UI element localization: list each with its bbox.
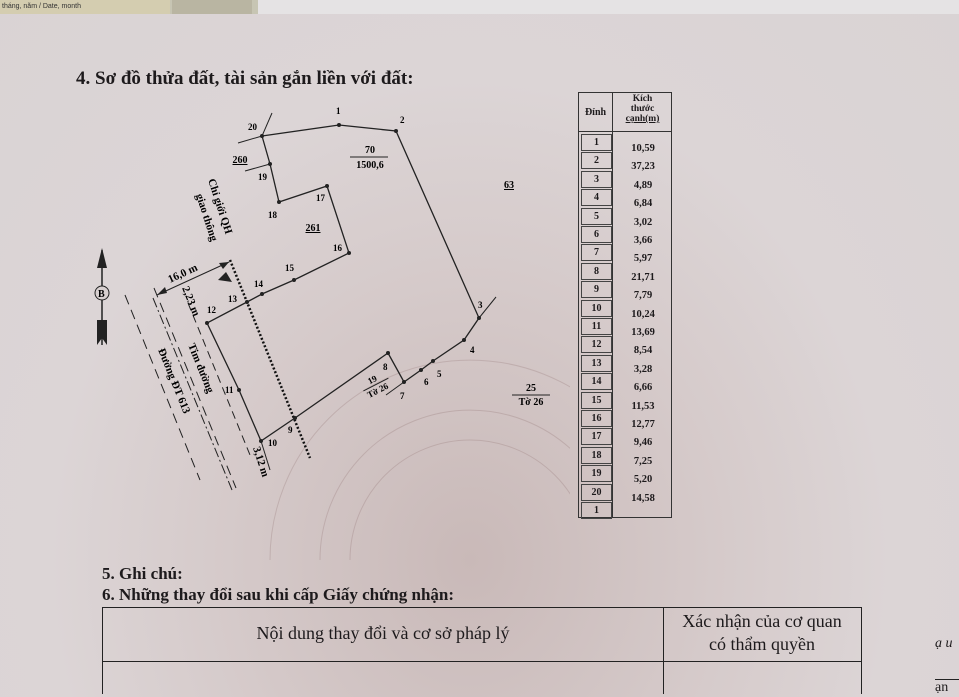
- vertex-cell: 7: [581, 244, 612, 262]
- vertex-cell: 9: [581, 281, 612, 299]
- vertex-label: 6: [424, 377, 429, 387]
- edge-length-cell: 11,53: [631, 400, 655, 412]
- vertex-label: 5: [437, 369, 442, 379]
- edge-length-cell: 10,59: [631, 143, 655, 154]
- vertex-label: 3: [478, 300, 483, 310]
- parcel-number: 70: [365, 145, 375, 156]
- dimension-2-23m: 2,23 m: [179, 285, 202, 318]
- vertex-cell: 5: [581, 207, 612, 225]
- vertex-label: 1: [336, 106, 341, 116]
- vertex-label: 2: [400, 115, 405, 125]
- vertex-cell: 17: [581, 428, 612, 446]
- neighbor-63: 63: [504, 180, 514, 191]
- next-page-edge-text: ạ u: [935, 636, 953, 651]
- dimension-16m: 16,0 m: [166, 262, 199, 286]
- vertex-label: 15: [285, 263, 295, 273]
- neighbor-261: 261: [306, 223, 321, 234]
- edge-length-cell: 6,66: [633, 382, 653, 394]
- neighbor-260: 260: [233, 155, 248, 166]
- column-header-content: Nội dung thay đổi và cơ sở pháp lý: [256, 623, 510, 643]
- vertex-cell: 15: [581, 391, 612, 409]
- vertex-cell: 3: [581, 170, 612, 188]
- vertex-cell: 19: [581, 465, 612, 483]
- vertex-cell: 11: [581, 318, 612, 335]
- edge-length-cell: 9,46: [633, 437, 653, 449]
- edge-length-cell: 6,84: [633, 198, 653, 210]
- vertex-label: 8: [383, 362, 388, 372]
- vertex-label: 12: [207, 305, 217, 315]
- vertex-label: 17: [316, 193, 326, 203]
- column-header-confirmation: Xác nhận của cơ quan có thẩm quyền: [682, 611, 842, 654]
- north-label: B: [98, 289, 105, 300]
- section-4-title: 4. Sơ đồ thửa đất, tài sản gắn liền với …: [76, 68, 414, 89]
- edge-length-cell: 14,58: [631, 492, 655, 504]
- edge-length-cell: 7,25: [633, 455, 653, 467]
- planning-boundary-line: [228, 259, 312, 459]
- previous-page-strip: tháng, năm / Date, month: [0, 0, 959, 14]
- edge-length-cell: 5,20: [633, 474, 653, 486]
- vertex-cell: 8: [581, 262, 612, 280]
- vertex-label: 4: [470, 345, 475, 355]
- north-arrow-icon: B: [94, 248, 110, 345]
- dimension-3-12m: 3,12 m: [250, 445, 271, 478]
- section-5-title: 5. Ghi chú:: [102, 564, 183, 583]
- land-parcel-diagram: 1 2 3 4 5 6 7 8 9 10 11 12 13 14 15 16 1…: [94, 106, 570, 560]
- vertex-cell: 13: [581, 354, 612, 372]
- edge-length-cell: 5,97: [633, 253, 653, 265]
- vertex-cell: 6: [581, 226, 612, 243]
- header-vertex: Đỉnh: [584, 107, 607, 118]
- edge-length-cell: 37,23: [631, 161, 655, 173]
- vertex-cell: 12: [581, 336, 612, 354]
- road-edge-line: [153, 287, 237, 489]
- vertex-label: 11: [225, 385, 234, 395]
- edge-length-cell: 13,69: [631, 327, 655, 338]
- section-6-title: 6. Những thay đổi sau khi cấp Giấy chứng…: [102, 585, 455, 604]
- vertex-label: 16: [333, 243, 343, 253]
- changes-table: Nội dung thay đổi và cơ sở pháp lý Xác n…: [102, 607, 862, 694]
- vertex-label: 10: [268, 438, 278, 448]
- road-edge-line: [124, 294, 201, 481]
- vertex-cell: 1: [581, 134, 612, 151]
- edge-length-cell: 12,77: [631, 419, 655, 430]
- edge-length-cell: 3,02: [633, 216, 653, 228]
- vertex-cell: 4: [581, 189, 612, 207]
- direction-arrow-icon: [218, 272, 232, 282]
- vertex-label: 20: [248, 122, 258, 132]
- vertex-cell: 2: [581, 152, 612, 170]
- vertex-label: 18: [268, 210, 278, 220]
- neighbor-25-sheet: Tờ 26: [519, 397, 544, 408]
- vertex-cell: 18: [581, 446, 612, 464]
- edge-length-cell: 3,28: [633, 363, 653, 375]
- edge-length-cell: 21,71: [631, 271, 655, 283]
- edge-length-cell: 10,24: [631, 308, 655, 320]
- vertex-cell: 20: [581, 483, 612, 501]
- edge-length-cell: 4,89: [633, 179, 653, 191]
- vertex-label: 7: [400, 391, 405, 401]
- road-center-line: [152, 297, 233, 491]
- date-caption: tháng, năm / Date, month: [2, 3, 81, 10]
- vertex-cell: 1: [581, 502, 612, 519]
- vertex-label: 9: [288, 425, 293, 435]
- vertex-label: 19: [258, 172, 268, 182]
- parcel-area: 1500,6: [356, 160, 384, 171]
- edge-length-cell: 7,79: [633, 290, 653, 302]
- next-page-edge-text-bottom: ạn: [935, 679, 959, 696]
- neighbor-25-parcel: 25: [526, 383, 536, 394]
- edge-length-cell: 8,54: [633, 345, 653, 357]
- vertex-label: 13: [228, 294, 238, 304]
- road-name: Đường ĐT 613: [155, 347, 192, 416]
- vertex-cell: 10: [581, 299, 612, 317]
- vertex-cell: 16: [581, 410, 612, 427]
- watermark-drum: [269, 359, 570, 560]
- edge-length-cell: 3,66: [633, 235, 653, 246]
- vertex-cell: 14: [581, 373, 612, 391]
- vertex-label: 14: [254, 279, 264, 289]
- parcel-boundary: [206, 124, 480, 442]
- header-length: Kích thước cạnh(m): [625, 94, 660, 124]
